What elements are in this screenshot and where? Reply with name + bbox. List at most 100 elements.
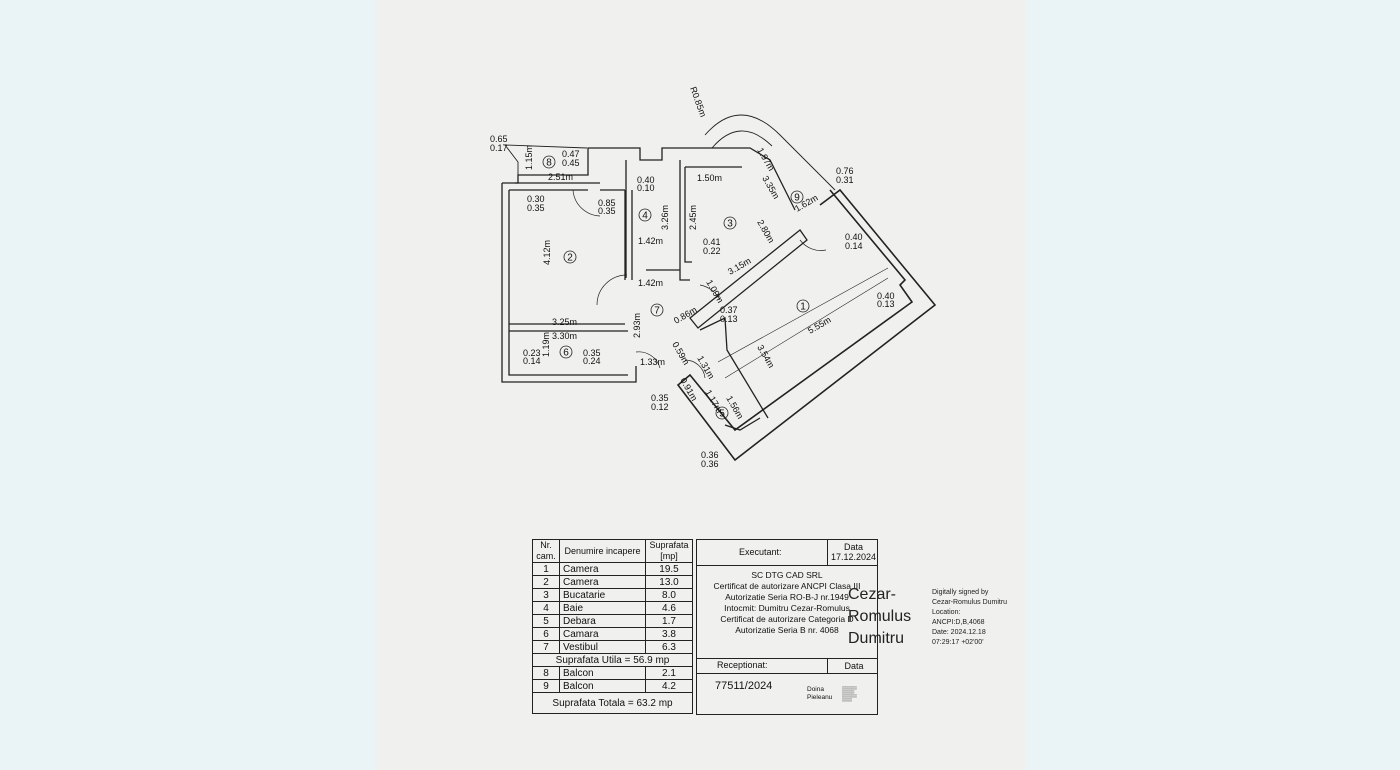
dimension-label: 1.33m <box>640 357 665 367</box>
room-number-label: 7 <box>654 306 660 317</box>
dimension-label: 3.54m <box>755 343 776 370</box>
room-number-label: 2 <box>567 253 573 264</box>
room-area: 8.0 <box>645 588 693 602</box>
dimension-label: 0.10 <box>637 183 655 193</box>
dimension-label: 0.36 <box>701 450 719 460</box>
room-name: Bucatarie <box>559 588 646 602</box>
surface-table: Nr. cam. Denumire incapere Suprafata [mp… <box>532 539 693 714</box>
wall <box>676 188 937 462</box>
room-nr: 3 <box>532 588 560 602</box>
table-header: Nr. cam. Denumire incapere Suprafata [mp… <box>532 539 693 563</box>
room-nr: 9 <box>532 679 560 693</box>
executant-label: Executant: <box>739 547 782 557</box>
wall <box>684 147 796 263</box>
dimension-label: 2.80m <box>755 218 776 245</box>
dimension-label: 0.35 <box>527 203 545 213</box>
room-number-label: 6 <box>563 348 569 359</box>
wall <box>724 417 761 431</box>
balcony-railing <box>504 144 588 175</box>
sig-info-line: ANCPI:D,B,4068 <box>932 619 985 626</box>
signature-line: Romulus <box>848 608 912 625</box>
room-name: Camara <box>559 627 646 641</box>
dimension-label: 1.50m <box>697 173 722 183</box>
dimension-label: 0.65 <box>490 134 508 144</box>
room-name: Camera <box>559 575 646 589</box>
room-nr: 6 <box>532 627 560 641</box>
dimension-label: 2.93m <box>632 313 642 338</box>
door-swing <box>684 359 706 379</box>
room-nr: 2 <box>532 575 560 589</box>
room-name: Balcon <box>559 666 646 680</box>
dimension-label: 0.35 <box>598 206 616 216</box>
wall <box>501 183 637 383</box>
dimension-label: 0.14 <box>845 241 863 251</box>
wall <box>509 190 633 332</box>
date-value: 17.12.2024 <box>830 552 877 562</box>
dimension-label: 0.17 <box>490 143 508 153</box>
dimension-label: 5.55m <box>806 315 833 336</box>
dimension-label: 0.12 <box>651 402 669 412</box>
signature-line: Dumitru <box>848 630 905 647</box>
room-area: 4.2 <box>645 679 693 693</box>
dimension-label: 0.23 <box>523 348 541 358</box>
dimension-label: 4.12m <box>542 240 552 265</box>
dimension-label: 0.14 <box>523 356 541 366</box>
room-area: 2.1 <box>645 666 693 680</box>
room-area: 4.6 <box>645 601 693 615</box>
dimension-label: 2.45m <box>688 205 698 230</box>
digital-stamp-mini: ▒▒▒▒▒▒▒▒▒▒▒▒▒▒▒▒▒▒▒▒▒ <box>842 686 857 702</box>
door-swing <box>799 239 827 251</box>
dimension-label: 0.85 <box>598 198 616 208</box>
room-number-label: 8 <box>546 158 552 169</box>
dimension-label: 1.42m <box>638 236 663 246</box>
receptionat-date-label: Data <box>827 659 880 673</box>
dimension-label: 1.15m <box>524 145 534 170</box>
sum-row: Suprafata Totala = 63.2 mp <box>532 692 693 714</box>
room-nr: 4 <box>532 601 560 615</box>
dimension-label: 0.22 <box>703 246 721 256</box>
executant-line: Certificat de autorizare Categoria D <box>720 614 854 624</box>
room-area: 1.7 <box>645 614 693 628</box>
dimension-label: R0.85m <box>688 85 708 118</box>
room-area: 13.0 <box>645 575 693 589</box>
room-nr: 5 <box>532 614 560 628</box>
dimension-label: 1.56m <box>724 394 745 421</box>
sig-info-line: Digitally signed by <box>932 589 989 596</box>
document-page <box>375 0 1025 770</box>
room-number-label: 3 <box>727 219 733 230</box>
wall <box>625 160 742 281</box>
executant-line: Intocmit: Dumitru Cezar-Romulus <box>724 603 850 613</box>
dimension-label: 0.76 <box>836 166 854 176</box>
dimension-label: 0.35 <box>651 393 669 403</box>
sig-info-line: 07:29:17 +02'00' <box>932 639 984 646</box>
dimension-line <box>717 267 889 379</box>
dimension-label: 0.47 <box>562 149 580 159</box>
executant-line: SC DTG CAD SRL <box>751 570 823 580</box>
door-swing <box>635 351 661 369</box>
registration-number: 77511/2024 <box>715 680 773 692</box>
sig-info-line: Cezar-Romulus Dumitru <box>932 599 1008 606</box>
wall <box>509 182 625 191</box>
digital-signature-info: Digitally signed by Cezar-Romulus Dumitr… <box>932 588 1007 648</box>
dimension-label: 3.15m <box>726 256 753 277</box>
dimension-label: 3.30m <box>552 331 577 341</box>
dimension-label: 0.37 <box>720 305 738 315</box>
dimension-label: 0.45 <box>562 158 580 168</box>
dimension-label: 0.59m <box>670 340 691 367</box>
dimension-label: 0.36 <box>701 459 719 469</box>
inspector-last: Pieleanu <box>807 694 833 701</box>
dimension-label: 0.13 <box>720 314 738 324</box>
room-number-label: 1 <box>800 302 806 313</box>
room-nr: 8 <box>532 666 560 680</box>
executant-line: Autorizatie Seria RO-B-J nr.1949 <box>725 592 849 602</box>
inspector-name: Doina Pieleanu <box>807 686 832 702</box>
dimension-label: 0.40 <box>637 175 655 185</box>
